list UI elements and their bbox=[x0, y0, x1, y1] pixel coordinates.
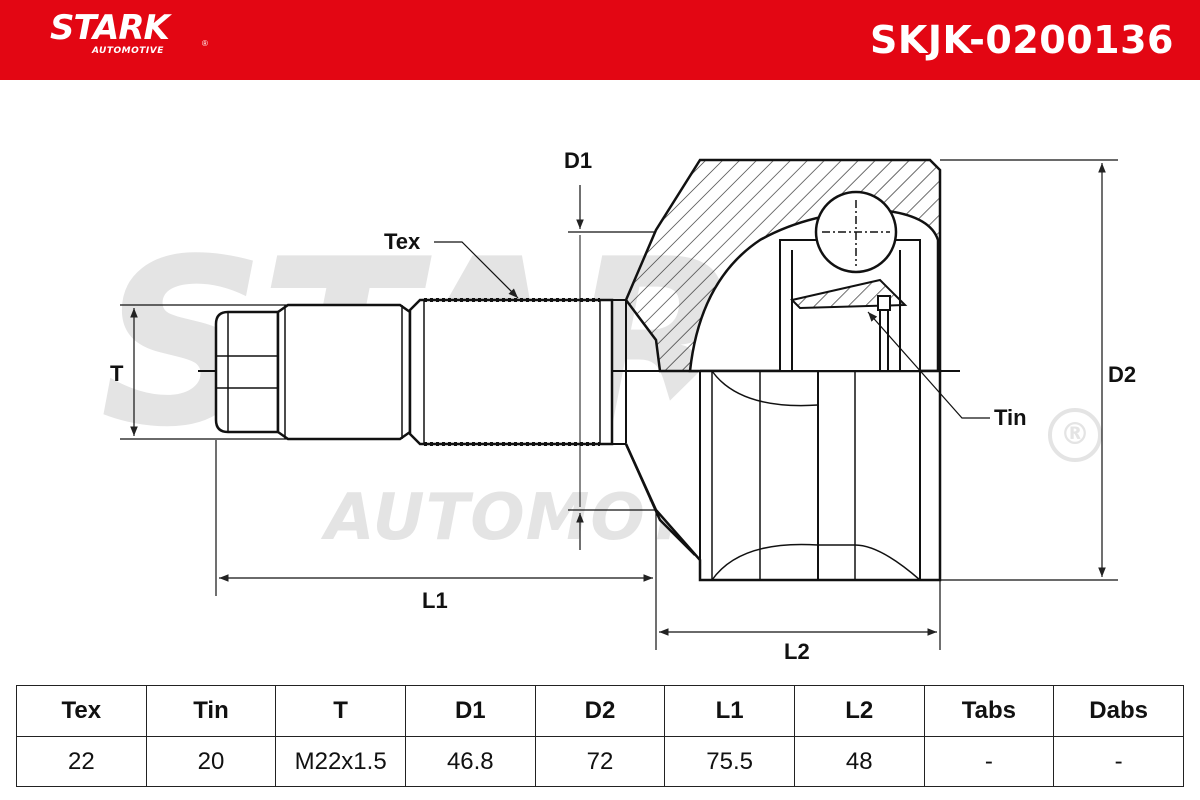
value-t: M22x1.5 bbox=[275, 736, 406, 787]
label-tex: Tex bbox=[384, 229, 421, 254]
ball-bearing bbox=[814, 190, 898, 274]
value-tin: 20 bbox=[145, 736, 277, 787]
label-l1: L1 bbox=[422, 588, 448, 613]
value-d2: 72 bbox=[534, 736, 666, 787]
specs-value-row: 22 20 M22x1.5 46.8 72 75.5 48 - - bbox=[16, 736, 1184, 787]
value-l2: 48 bbox=[793, 736, 925, 787]
header-dabs: Dabs bbox=[1053, 685, 1184, 737]
dimension-arrows bbox=[130, 163, 1106, 636]
value-d1: 46.8 bbox=[404, 736, 536, 787]
header-l2: L2 bbox=[793, 685, 925, 737]
label-d1: D1 bbox=[564, 148, 592, 173]
extension-lines bbox=[120, 159, 1118, 650]
stub-shaft bbox=[276, 298, 627, 446]
header-tex: Tex bbox=[16, 685, 147, 737]
label-tin: Tin bbox=[994, 405, 1027, 430]
header-bar: STARK AUTOMOTIVE ® SKJK-0200136 bbox=[0, 0, 1200, 80]
inner-race bbox=[779, 239, 921, 372]
specs-table: Tex Tin T D1 D2 L1 L2 Tabs Dabs 22 20 M2… bbox=[16, 685, 1184, 787]
label-d2: D2 bbox=[1108, 362, 1136, 387]
threaded-tip bbox=[214, 310, 280, 434]
brand-logo-subtext: AUTOMOTIVE bbox=[92, 46, 164, 56]
brand-logo: STARK AUTOMOTIVE ® bbox=[50, 8, 208, 56]
header-d2: D2 bbox=[534, 685, 666, 737]
header-l1: L1 bbox=[664, 685, 795, 737]
part-number: SKJK-0200136 bbox=[870, 18, 1174, 62]
header-tabs: Tabs bbox=[923, 685, 1055, 737]
registered-mark: ® bbox=[202, 39, 208, 48]
label-l2: L2 bbox=[784, 639, 810, 664]
header-d1: D1 bbox=[404, 685, 536, 737]
label-t: T bbox=[110, 361, 124, 386]
value-dabs: - bbox=[1053, 736, 1184, 787]
value-tabs: - bbox=[923, 736, 1055, 787]
specs-header-row: Tex Tin T D1 D2 L1 L2 Tabs Dabs bbox=[16, 685, 1184, 737]
value-tex: 22 bbox=[16, 736, 147, 787]
value-l1: 75.5 bbox=[664, 736, 795, 787]
brand-logo-text: STARK bbox=[50, 8, 170, 48]
header-tin: Tin bbox=[145, 685, 277, 737]
header-t: T bbox=[275, 685, 406, 737]
leader-lines bbox=[434, 241, 990, 419]
cv-joint-drawing: Tex Tin T D1 D2 L1 L2 bbox=[110, 148, 1136, 664]
